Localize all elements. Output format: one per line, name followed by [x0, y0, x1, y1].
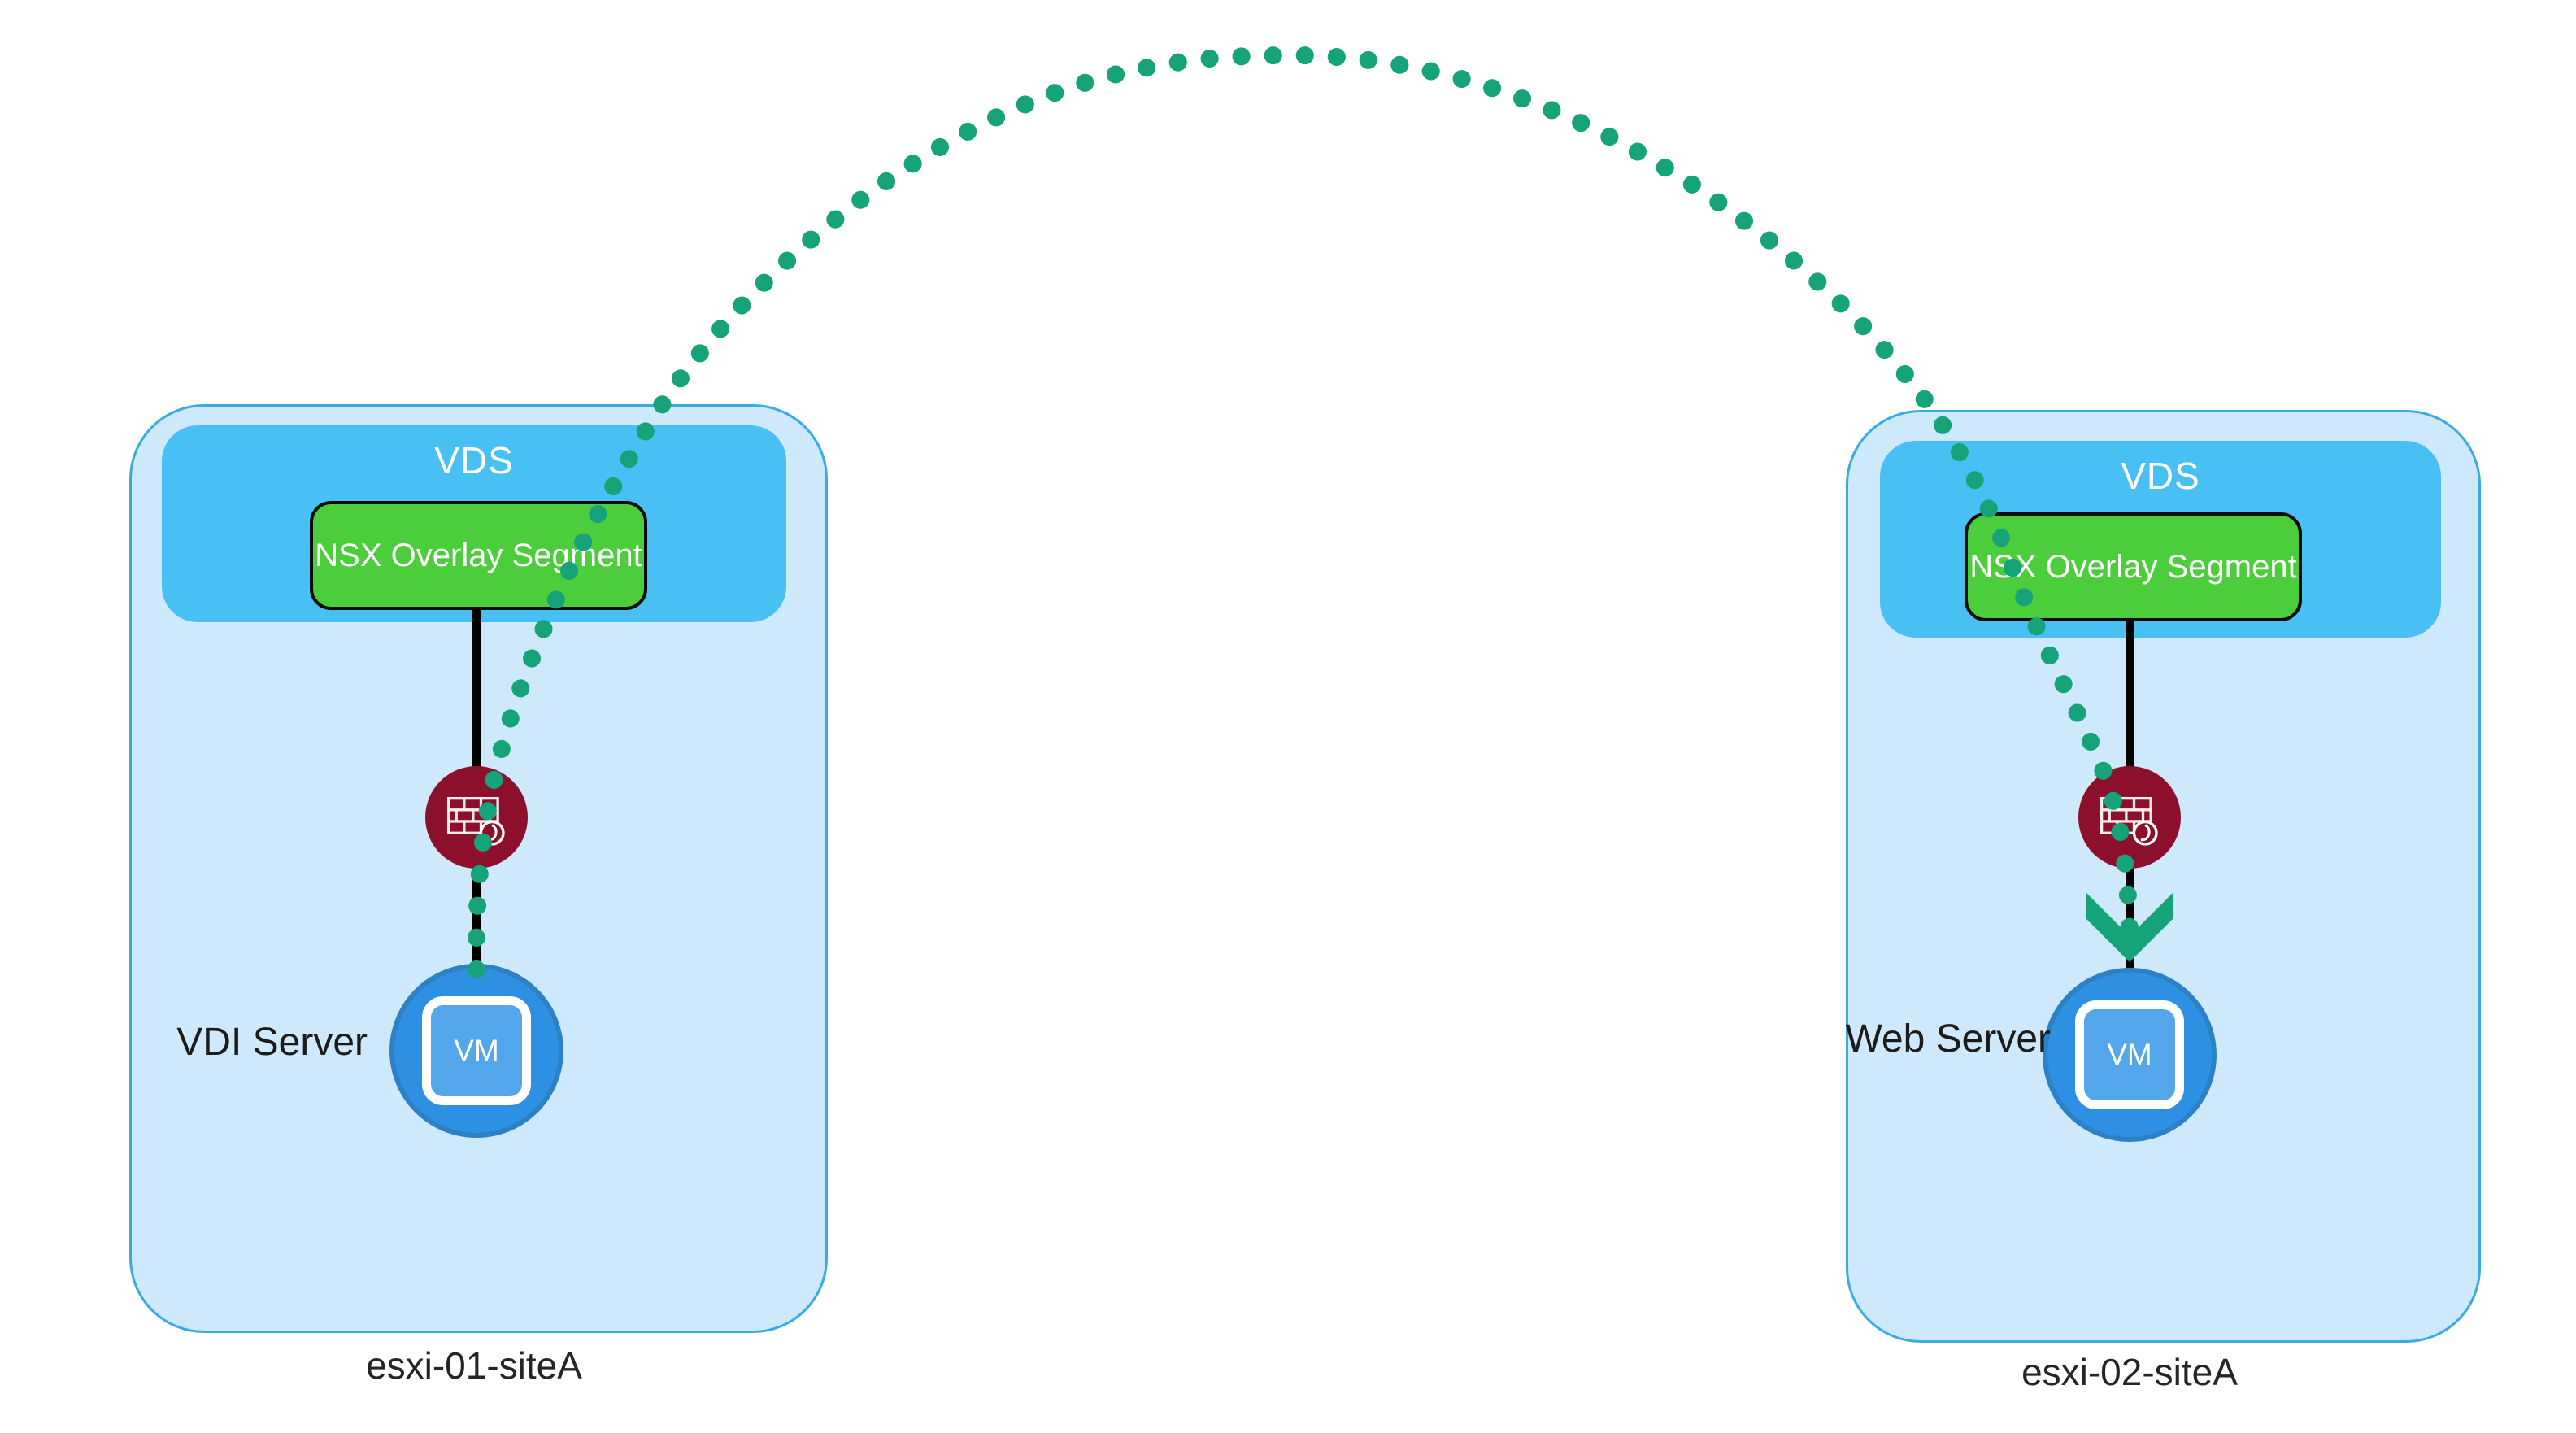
firewall-node-esxi-01: [425, 766, 528, 869]
host-label-esxi-01: esxi-01-siteA: [366, 1344, 582, 1387]
vm-node-web-server: VM: [2043, 968, 2217, 1142]
vm-icon: VM: [422, 996, 531, 1105]
server-label-vdi: VDI Server: [176, 1021, 368, 1064]
firewall-icon: [2100, 796, 2158, 846]
nsx-overlay-segment-esxi-01: NSX Overlay Segment: [310, 501, 647, 610]
vm-icon-label: VM: [454, 1034, 499, 1067]
vm-icon-label: VM: [2107, 1038, 2152, 1071]
vm-icon: VM: [2075, 1000, 2184, 1109]
vds-label: VDS: [434, 439, 514, 481]
server-label-web: Web Server: [1845, 1017, 2051, 1061]
vds-label: VDS: [2121, 455, 2200, 497]
host-label-esxi-02: esxi-02-siteA: [2021, 1351, 2238, 1393]
nsx-overlay-segment-esxi-02: NSX Overlay Segment: [1965, 512, 2302, 621]
firewall-node-esxi-02: [2078, 766, 2181, 869]
segment-label: NSX Overlay Segment: [1969, 548, 2297, 585]
firewall-icon: [446, 796, 505, 846]
segment-label: NSX Overlay Segment: [315, 537, 642, 573]
vm-node-vdi-server: VM: [389, 964, 564, 1138]
